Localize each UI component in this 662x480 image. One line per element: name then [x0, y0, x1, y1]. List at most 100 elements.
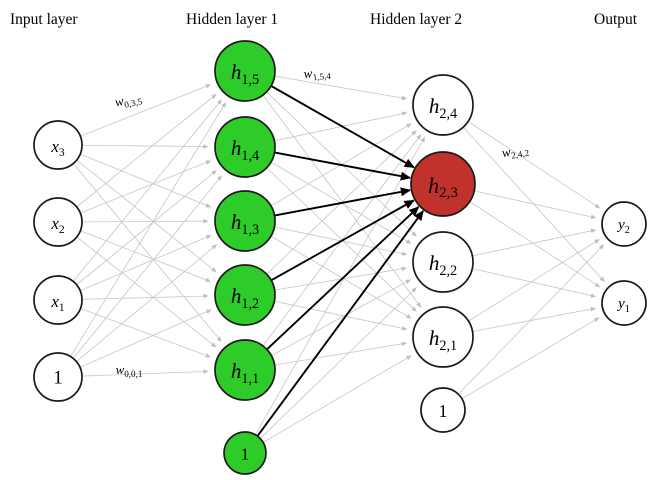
- node-label-h22: h2,2: [429, 251, 457, 279]
- edge-in-bias-to-h15: [70, 102, 227, 357]
- layer-title-hidden-layer-1: Hidden layer 1: [186, 11, 279, 28]
- node-label-x1: x1: [50, 292, 65, 315]
- node-circle-x1: [33, 275, 83, 325]
- edge-x2-to-h15: [76, 93, 217, 207]
- node-label-h14: h1,4: [231, 136, 259, 164]
- node-label-x2: x2: [50, 214, 65, 237]
- edge-h1-bias-to-h22: [260, 287, 417, 439]
- node-circle-h22: [412, 231, 474, 293]
- node-h23[interactable]: h2,3: [410, 151, 476, 217]
- node-x3[interactable]: x3: [33, 120, 83, 170]
- edge-x2-to-h11: [76, 236, 217, 348]
- edge-h15-to-h24: [274, 75, 408, 101]
- edge-h2-bias-to-y1: [462, 317, 600, 399]
- edge-h21-to-y1: [472, 306, 597, 332]
- node-label-h11: h1,1: [231, 359, 259, 387]
- edge-x1-to-h11: [80, 308, 211, 358]
- edge-h11-to-h22: [271, 279, 411, 356]
- node-y1[interactable]: y1: [601, 280, 647, 326]
- node-h1-bias[interactable]: 1: [223, 431, 267, 475]
- node-label-h24: h2,4: [429, 94, 457, 122]
- node-circle-h13: [214, 190, 276, 252]
- node-circle-y2: [601, 201, 647, 247]
- edge-in-bias-to-h12: [80, 309, 212, 368]
- node-label-h12: h1,2: [231, 284, 259, 312]
- node-circle-h21: [412, 306, 474, 368]
- node-h15[interactable]: h1,5: [214, 40, 276, 102]
- edge-h22-to-y2: [472, 228, 597, 257]
- edge-h24-to-y2: [468, 121, 601, 209]
- edge-h21-to-y2: [468, 238, 600, 322]
- node-h12[interactable]: h1,2: [214, 264, 276, 326]
- node-h24[interactable]: h2,4: [412, 74, 474, 136]
- edge-h13-to-h21: [271, 236, 412, 319]
- edge-x1-to-h14: [76, 170, 217, 285]
- edge-h1-bias-to-h23: [256, 210, 424, 437]
- layer-title-input-layer: Input layer: [10, 11, 78, 28]
- node-x2[interactable]: x2: [33, 197, 83, 247]
- edge-h11-to-h23: [266, 206, 420, 350]
- edge-h2-bias-to-y2: [458, 244, 605, 395]
- edge-in-bias-to-h14: [73, 175, 222, 359]
- weight-label-w-0-3-5: w0,3,5: [113, 89, 143, 112]
- node-label-y1: y1: [616, 296, 630, 315]
- edge-h22-to-y1: [472, 268, 597, 298]
- node-circle-h1-bias: [223, 431, 267, 475]
- node-label-h13: h1,3: [231, 210, 259, 238]
- edge-x1-to-h13: [80, 235, 212, 291]
- edge-h13-to-h23: [274, 187, 412, 217]
- edge-h1-bias-to-h21: [263, 355, 412, 443]
- node-circle-h12: [214, 264, 276, 326]
- edge-x3-to-h12: [76, 159, 217, 273]
- edge-h14-to-h23: [274, 151, 412, 181]
- node-circle-h11: [214, 339, 276, 401]
- node-label-h15: h1,5: [231, 60, 259, 88]
- node-in-bias[interactable]: 1: [33, 352, 83, 402]
- edge-h15-to-h23: [271, 85, 415, 169]
- node-y2[interactable]: y2: [601, 201, 647, 247]
- node-circle-in-bias: [33, 352, 83, 402]
- edge-x1-to-h15: [73, 99, 222, 282]
- node-circle-x2: [33, 197, 83, 247]
- edge-x3-to-h11: [73, 163, 222, 342]
- edge-h12-to-h23: [271, 199, 415, 281]
- node-h14[interactable]: h1,4: [214, 116, 276, 178]
- edge-x3-to-h13: [80, 153, 212, 208]
- node-layer: x3 x2 x1 1 h1,5 h1,4 h1,3 h1,2 h1,1 1 h2,4 h2,3 h2,2…: [33, 40, 647, 475]
- node-circle-x3: [33, 120, 83, 170]
- layer-title-output-layer: Output: [594, 11, 638, 28]
- node-h2-bias[interactable]: 1: [420, 387, 466, 433]
- weight-label-layer: w0,3,5w1,5,4w2,4,2w0,0,1: [113, 63, 530, 379]
- weight-label-w-2-4-2: w2,4,2: [500, 140, 530, 162]
- edge-x2-to-h12: [80, 230, 212, 282]
- edge-x3-to-h15: [80, 84, 212, 137]
- edge-h24-to-y1: [463, 127, 605, 282]
- node-circle-h2-bias: [420, 387, 466, 433]
- node-label-h21: h2,1: [429, 326, 457, 354]
- node-h13[interactable]: h1,3: [214, 190, 276, 252]
- edge-h23-to-y2: [474, 190, 597, 219]
- node-h11[interactable]: h1,1: [214, 339, 276, 401]
- node-h21[interactable]: h2,1: [412, 306, 474, 368]
- edge-in-bias-to-h13: [76, 244, 217, 362]
- node-h22[interactable]: h2,2: [412, 231, 474, 293]
- layer-title-hidden-layer-2: Hidden layer 2: [370, 11, 463, 28]
- node-label-x3: x3: [50, 137, 65, 160]
- edge-x3-to-h14: [82, 144, 209, 149]
- node-label-h23: h2,3: [428, 173, 458, 202]
- edge-x2-to-h14: [80, 160, 212, 214]
- node-label-h2-bias: 1: [439, 401, 448, 421]
- node-circle-h14: [214, 116, 276, 178]
- edge-in-bias-to-h11: [82, 369, 209, 377]
- node-label-h1-bias: 1: [241, 445, 250, 464]
- edge-h1-bias-to-h24: [255, 136, 426, 435]
- weight-label-w-1-5-4: w1,5,4: [303, 63, 332, 83]
- edge-layer: [70, 75, 605, 443]
- node-circle-y1: [601, 280, 647, 326]
- node-label-y2: y2: [616, 217, 630, 236]
- node-circle-h15: [214, 40, 276, 102]
- node-circle-h24: [412, 74, 474, 136]
- edge-x1-to-h12: [82, 293, 209, 300]
- node-x1[interactable]: x1: [33, 275, 83, 325]
- edge-h11-to-h21: [275, 341, 408, 366]
